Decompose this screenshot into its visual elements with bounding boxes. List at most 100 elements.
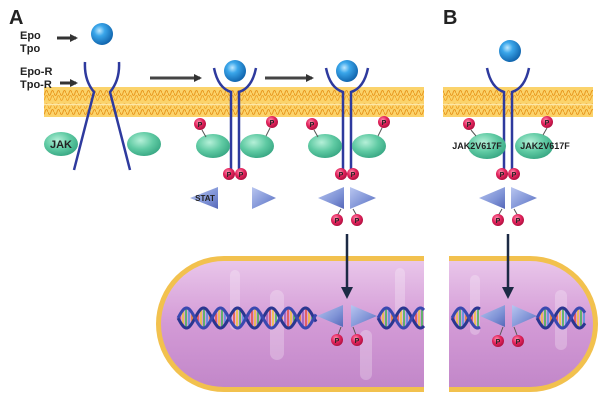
ligand-bound: [224, 60, 246, 82]
jak2v617f-kinase-left: JAK2V617F: [452, 133, 506, 159]
receptor-complex-stage3: P P P P P P: [306, 60, 390, 226]
svg-text:P: P: [351, 172, 356, 179]
panel-label-b: B: [443, 7, 457, 29]
stat-protein-right: [511, 187, 537, 209]
stat-protein-left: [479, 187, 505, 209]
phosphate-group: P: [331, 214, 343, 226]
dna-helix-b-left: [450, 306, 481, 330]
svg-text:P: P: [310, 122, 315, 129]
phosphate-group: P: [541, 116, 553, 128]
dna-backbone: [535, 306, 587, 330]
phosphate-group: P: [492, 214, 504, 226]
receptor-chain-left: [72, 61, 96, 171]
phosphate-group: P: [347, 168, 359, 180]
receptor-arm-left: [324, 67, 345, 175]
svg-text:P: P: [516, 218, 521, 225]
receptor-complex-stage2: P P P P STAT: [190, 60, 278, 209]
stat-protein-left: [318, 187, 344, 209]
dna-backbone: [450, 306, 481, 330]
stat-dimer-on-dna-a: P P: [317, 305, 377, 346]
ligand-unbound: [499, 40, 521, 62]
nucleus-b: [449, 256, 598, 392]
cell-membrane-a: [44, 87, 424, 117]
dna-backbone: [176, 306, 318, 330]
stat-protein-left: STAT: [190, 187, 218, 209]
dna-backbone: [535, 306, 587, 330]
receptor-arm-left: [485, 67, 506, 175]
ligand-epo-tpo: [91, 23, 113, 45]
svg-text:P: P: [355, 338, 360, 345]
dna-backbone: [176, 306, 318, 330]
svg-text:P: P: [496, 218, 501, 225]
phosphate-group: P: [496, 168, 508, 180]
svg-text:P: P: [512, 172, 517, 179]
jak2v617f-kinase-right: JAK2V617F: [515, 133, 570, 159]
stat-dimer-on-dna-b: P P: [480, 305, 537, 347]
dna-backbone: [376, 306, 426, 330]
panel-label-a: A: [9, 7, 23, 29]
receptor-chain-right: [108, 61, 132, 171]
ligand-label-tpo: Tpo: [20, 43, 40, 55]
phosphate-group: P: [508, 168, 520, 180]
phosphate-group: P: [306, 118, 318, 130]
phosphate-group: P: [266, 116, 278, 128]
phosphate-group: P: [463, 118, 475, 130]
svg-text:P: P: [335, 218, 340, 225]
phosphate-group: P: [335, 168, 347, 180]
receptor-label-epo-r: Epo-R: [20, 66, 52, 78]
svg-text:P: P: [467, 122, 472, 129]
phosphate-group: P: [331, 334, 343, 346]
phosphate-group: P: [351, 214, 363, 226]
svg-text:P: P: [382, 120, 387, 127]
dna-helix-a-right: [376, 306, 426, 330]
svg-text:P: P: [239, 172, 244, 179]
jak2v617f-label-right: JAK2V617F: [520, 141, 570, 151]
dna-helix-b-right: [535, 306, 587, 330]
jak-kinase: [352, 134, 386, 158]
dna-backbone: [450, 306, 481, 330]
phosphate-group: P: [378, 116, 390, 128]
jak-kinase: [240, 134, 274, 158]
jak-kinase-left: JAK: [44, 132, 78, 156]
phosphate-group: P: [351, 334, 363, 346]
jak-kinase-right: [127, 132, 161, 156]
phosphate-group: P: [235, 168, 247, 180]
svg-text:P: P: [355, 218, 360, 225]
dna-helix-a: [176, 306, 318, 330]
cell-membrane-b: [443, 87, 593, 117]
phosphate-group: P: [194, 118, 206, 130]
dna-backbone: [376, 306, 426, 330]
stat-label: STAT: [195, 194, 215, 203]
ligand-bound: [336, 60, 358, 82]
svg-text:P: P: [516, 339, 521, 346]
jak-label: JAK: [50, 139, 72, 151]
receptor-arm-right: [510, 67, 531, 175]
phosphate-group: P: [223, 168, 235, 180]
phosphate-group: P: [492, 335, 504, 347]
ligand-label: Epo Tpo: [20, 30, 41, 55]
stat-protein-right: [252, 187, 276, 209]
svg-text:P: P: [500, 172, 505, 179]
receptor-label-tpo-r: Tpo-R: [20, 79, 52, 91]
svg-text:P: P: [198, 122, 203, 129]
phosphate-group: P: [512, 214, 524, 226]
phosphate-group: P: [512, 335, 524, 347]
svg-text:P: P: [339, 172, 344, 179]
receptor-arm-right: [349, 67, 370, 175]
svg-text:P: P: [270, 120, 275, 127]
jak2v617f-label-left: JAK2V617F: [452, 141, 502, 151]
jak-kinase: [196, 134, 230, 158]
svg-text:P: P: [227, 172, 232, 179]
ligand-label-epo: Epo: [20, 30, 41, 42]
svg-text:P: P: [496, 339, 501, 346]
receptor-complex-mutant: JAK2V617F JAK2V617F P P P P P P: [452, 40, 570, 226]
jak-kinase: [308, 134, 342, 158]
svg-text:P: P: [335, 338, 340, 345]
svg-text:P: P: [545, 120, 550, 127]
receptor-arm-left: [212, 67, 233, 175]
nucleus-a: [156, 256, 425, 392]
stat-protein-right: [350, 187, 376, 209]
receptor-arm-right: [237, 67, 258, 175]
receptor-label: Epo-R Tpo-R: [20, 66, 52, 91]
